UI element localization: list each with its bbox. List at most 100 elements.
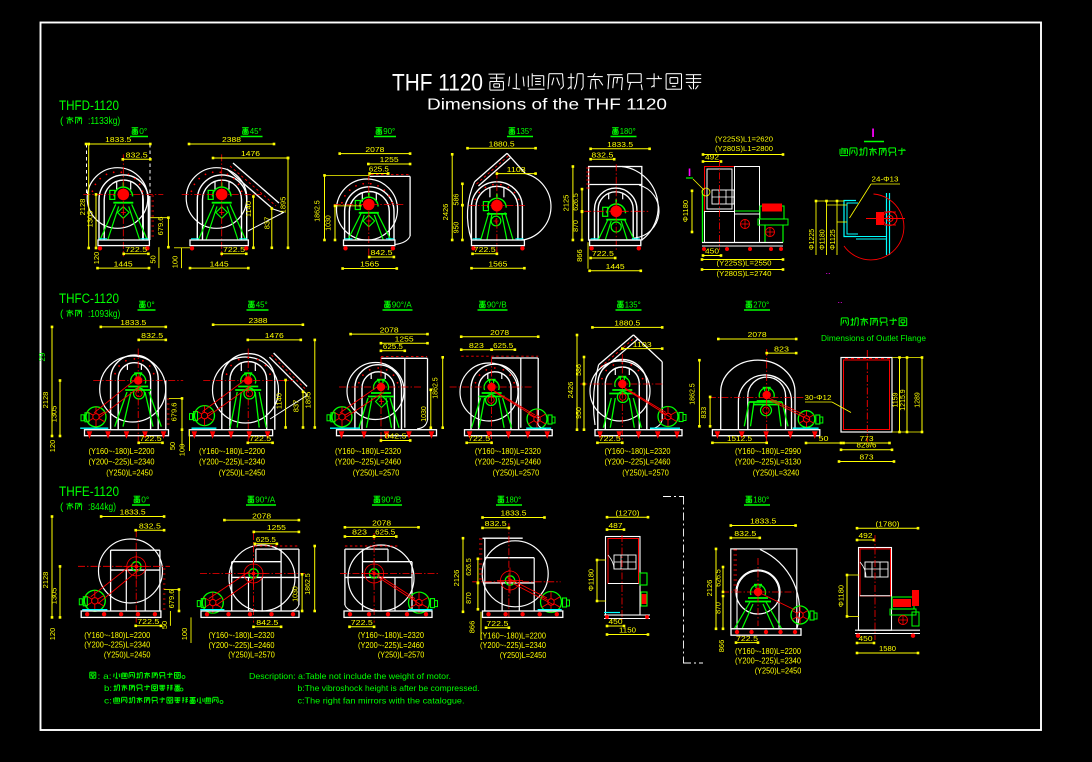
svg-text:1833.5: 1833.5 bbox=[105, 135, 131, 144]
svg-text:829/6: 829/6 bbox=[857, 441, 877, 450]
svg-text:(Y160~-180)L=2200: (Y160~-180)L=2200 bbox=[84, 631, 150, 640]
svg-text:586: 586 bbox=[453, 194, 460, 206]
svg-text:2126: 2126 bbox=[705, 580, 714, 597]
svg-text:Dimensions of Outlet Flange: Dimensions of Outlet Flange bbox=[821, 334, 927, 343]
svg-text:1565: 1565 bbox=[360, 260, 379, 269]
svg-text:..: .. bbox=[837, 295, 842, 305]
svg-text:679.6: 679.6 bbox=[167, 590, 176, 609]
svg-text:1862.5: 1862.5 bbox=[690, 383, 697, 405]
svg-text:832.5: 832.5 bbox=[485, 519, 507, 528]
svg-text:2078: 2078 bbox=[380, 325, 399, 334]
svg-text:100: 100 bbox=[180, 628, 189, 641]
svg-text:(Y160~-180)L=2320: (Y160~-180)L=2320 bbox=[209, 631, 275, 640]
svg-text:450: 450 bbox=[609, 617, 623, 626]
svg-text:120: 120 bbox=[92, 252, 101, 265]
svg-text:842.5: 842.5 bbox=[385, 432, 407, 441]
svg-text:(1780): (1780) bbox=[876, 519, 901, 528]
svg-text:45°: 45° bbox=[250, 126, 262, 136]
svg-text:722.5: 722.5 bbox=[486, 619, 508, 628]
svg-text:I: I bbox=[688, 167, 691, 179]
svg-text:626.5: 626.5 bbox=[573, 193, 580, 211]
svg-text:(Y250)L=2570: (Y250)L=2570 bbox=[228, 651, 275, 660]
svg-text:1103: 1103 bbox=[633, 340, 652, 349]
svg-text:1880.5: 1880.5 bbox=[489, 139, 515, 148]
svg-text:823: 823 bbox=[352, 528, 367, 537]
svg-text:0°: 0° bbox=[147, 300, 155, 310]
svg-text:823: 823 bbox=[469, 341, 484, 350]
svg-text:866: 866 bbox=[468, 621, 477, 634]
svg-text:866: 866 bbox=[717, 640, 726, 653]
svg-text:Φ1125: Φ1125 bbox=[830, 229, 837, 250]
svg-text:679.6: 679.6 bbox=[170, 403, 179, 422]
svg-text:832.5: 832.5 bbox=[734, 529, 756, 538]
svg-text:1862.5: 1862.5 bbox=[305, 573, 312, 595]
svg-text:(Y250)L=2450: (Y250)L=2450 bbox=[104, 650, 151, 659]
svg-text:30-Φ12: 30-Φ12 bbox=[805, 393, 832, 402]
svg-text:(Y160~-180)L=2200: (Y160~-180)L=2200 bbox=[199, 447, 265, 456]
svg-text:2426: 2426 bbox=[441, 204, 450, 221]
svg-text:870: 870 bbox=[573, 220, 580, 232]
svg-text:842.5: 842.5 bbox=[371, 248, 393, 257]
svg-text:950: 950 bbox=[576, 407, 583, 419]
svg-text:625.5: 625.5 bbox=[383, 342, 403, 351]
svg-text:(Y160~-180)L=2200: (Y160~-180)L=2200 bbox=[480, 632, 546, 641]
svg-text:722.5: 722.5 bbox=[223, 245, 245, 254]
svg-text:2388: 2388 bbox=[249, 316, 268, 325]
svg-text:950: 950 bbox=[453, 222, 460, 234]
svg-text:50: 50 bbox=[168, 442, 177, 450]
svg-text:1140: 1140 bbox=[275, 393, 284, 409]
svg-text:1255: 1255 bbox=[395, 334, 414, 343]
svg-text:1833.5: 1833.5 bbox=[501, 509, 527, 518]
svg-text:(Y200~-225)L=2340: (Y200~-225)L=2340 bbox=[89, 458, 155, 467]
svg-text:(Y250)L=2450: (Y250)L=2450 bbox=[219, 468, 266, 477]
svg-text:1833.5: 1833.5 bbox=[120, 508, 146, 517]
svg-text:2388: 2388 bbox=[222, 135, 241, 144]
svg-text:(: ( bbox=[60, 502, 64, 513]
svg-text:(Y225S)L=2550: (Y225S)L=2550 bbox=[717, 259, 772, 268]
svg-text:120: 120 bbox=[48, 440, 57, 453]
svg-text:(Y200~-225)L=2340: (Y200~-225)L=2340 bbox=[735, 657, 801, 666]
svg-text:THFD-1120: THFD-1120 bbox=[59, 98, 119, 113]
svg-text:c:The right fan mirrors with t: c:The right fan mirrors with the catalog… bbox=[298, 696, 465, 706]
svg-text:832.5: 832.5 bbox=[139, 521, 161, 530]
svg-text:100: 100 bbox=[171, 256, 180, 269]
svg-text:(Y250)L=2570: (Y250)L=2570 bbox=[493, 468, 540, 477]
svg-text:(: ( bbox=[60, 309, 64, 320]
svg-text:2426: 2426 bbox=[566, 382, 575, 399]
svg-text:1833.5: 1833.5 bbox=[750, 517, 776, 526]
svg-text:Description: a:Table not inclu: Description: a:Table not include the wei… bbox=[249, 671, 451, 681]
svg-text:THFC-1120: THFC-1120 bbox=[59, 291, 119, 306]
svg-text:722.5: 722.5 bbox=[599, 434, 621, 443]
svg-text:(Y250)L=2450: (Y250)L=2450 bbox=[500, 651, 547, 660]
svg-text:..: .. bbox=[825, 266, 830, 276]
svg-text:1255: 1255 bbox=[380, 155, 399, 164]
svg-text:626.5: 626.5 bbox=[716, 569, 723, 587]
svg-text:(Y250)L=3240: (Y250)L=3240 bbox=[753, 468, 800, 477]
svg-text:90°: 90° bbox=[383, 126, 395, 136]
svg-text:90°/A: 90°/A bbox=[392, 300, 412, 310]
svg-text:1289: 1289 bbox=[915, 392, 922, 408]
svg-text:1833.5: 1833.5 bbox=[120, 318, 146, 327]
svg-text:b:The vibroshock height is aft: b:The vibroshock height is after be comp… bbox=[298, 683, 480, 693]
svg-text:180°: 180° bbox=[620, 126, 636, 136]
svg-text:(Y225S)L1=2620: (Y225S)L1=2620 bbox=[715, 135, 773, 144]
svg-text:2078: 2078 bbox=[252, 511, 271, 520]
svg-text:(Y200~-225)L=2460: (Y200~-225)L=2460 bbox=[475, 458, 541, 467]
svg-text:THF 1120: THF 1120 bbox=[392, 69, 483, 96]
svg-text::844kg): :844kg) bbox=[88, 502, 116, 513]
svg-text:(Y160~-180)L=2320: (Y160~-180)L=2320 bbox=[475, 447, 541, 456]
svg-text:625.5: 625.5 bbox=[256, 535, 276, 544]
svg-text:(Y200~-225)L=2340: (Y200~-225)L=2340 bbox=[480, 641, 546, 650]
svg-text:1476: 1476 bbox=[241, 149, 260, 158]
svg-text:832.5: 832.5 bbox=[591, 150, 613, 159]
svg-text:1445: 1445 bbox=[114, 259, 133, 268]
svg-text:1895: 1895 bbox=[304, 392, 313, 409]
svg-text:(Y280S)L=2740: (Y280S)L=2740 bbox=[717, 269, 772, 278]
svg-text:492: 492 bbox=[859, 531, 873, 540]
svg-text:1255: 1255 bbox=[267, 523, 286, 532]
svg-text:1305: 1305 bbox=[85, 211, 94, 228]
svg-text:50: 50 bbox=[149, 255, 158, 263]
svg-text:870: 870 bbox=[716, 602, 723, 614]
svg-text:90°/B: 90°/B bbox=[381, 495, 401, 505]
svg-text:1305: 1305 bbox=[49, 588, 58, 605]
